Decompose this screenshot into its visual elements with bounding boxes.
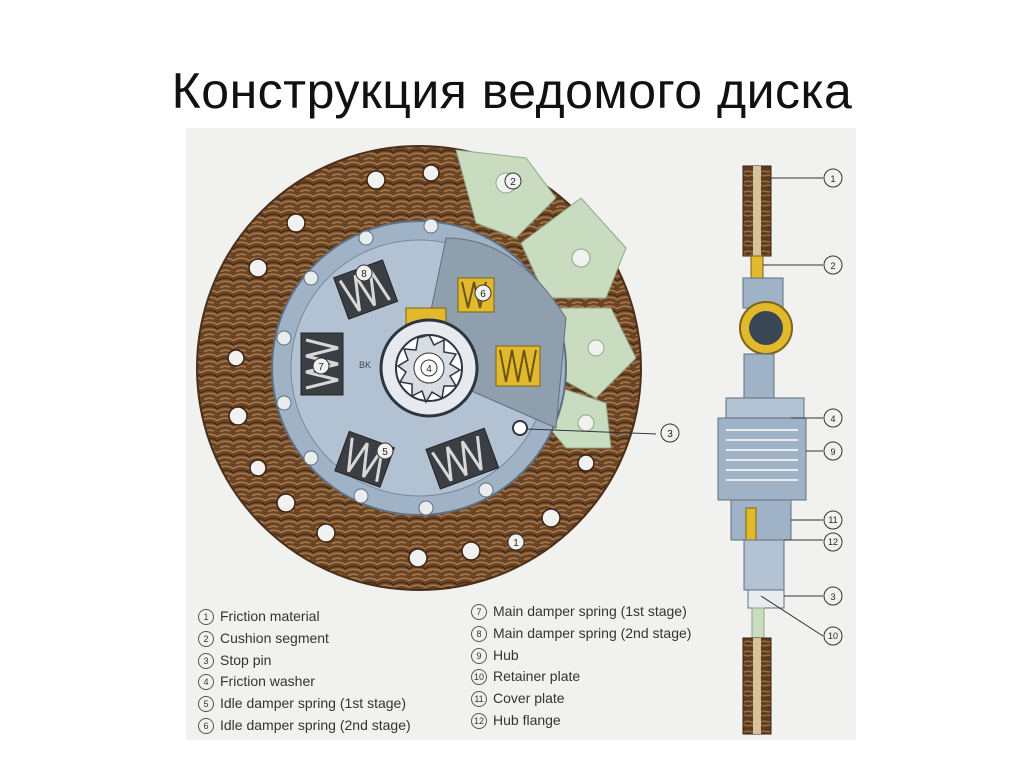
legend-text: Friction washer bbox=[220, 673, 315, 690]
legend-item: 10 Retainer plate bbox=[471, 666, 691, 688]
legend-number: 9 bbox=[471, 647, 487, 664]
legend-item: 12 Hub flange bbox=[471, 710, 691, 732]
callout-6-marker bbox=[474, 284, 492, 302]
legend-item: 2 Cushion segment bbox=[198, 628, 411, 650]
legend-text: Friction material bbox=[220, 608, 320, 624]
section-callout-9-marker bbox=[823, 441, 843, 461]
legend-number: 1 bbox=[198, 609, 214, 625]
legend-text: Idle damper spring (2nd stage) bbox=[220, 716, 411, 733]
legend-text: Hub flange bbox=[493, 711, 561, 728]
legend-number: 3 bbox=[198, 652, 214, 669]
section-callout-4: 4 bbox=[830, 414, 835, 424]
callout-4-marker bbox=[420, 359, 438, 377]
section-callout-4-marker bbox=[823, 408, 843, 428]
section-callout-1: 1 bbox=[830, 174, 835, 184]
damper-springs bbox=[300, 259, 541, 490]
section-callout-1-marker bbox=[823, 168, 843, 188]
legend-number: 10 bbox=[471, 669, 487, 686]
section-leaders bbox=[760, 177, 824, 637]
clutch-disc-figure: BK 1 2 3 4 5 6 7 8 bbox=[186, 128, 856, 740]
legend-number: 12 bbox=[471, 712, 487, 729]
legend-item: 9 Hub bbox=[471, 645, 691, 667]
legend-item: 1 Friction material bbox=[198, 606, 411, 628]
stop-pin bbox=[512, 420, 528, 436]
callout-7: 7 bbox=[318, 362, 324, 373]
callout-1: 1 bbox=[513, 538, 519, 549]
hub bbox=[379, 318, 479, 418]
legend-text: Main damper spring (2nd stage) bbox=[493, 624, 692, 641]
stop-pin-leader bbox=[526, 428, 657, 435]
legend-number: 11 bbox=[471, 691, 487, 708]
callout-5: 5 bbox=[382, 447, 388, 458]
slide-title: Конструкция ведомого диска bbox=[171, 63, 853, 119]
legend-item: 7 Main damper spring (1st stage) bbox=[471, 601, 691, 623]
legend-text: Retainer plate bbox=[493, 668, 581, 685]
section-callout-3-marker bbox=[823, 586, 843, 606]
legend-number: 6 bbox=[198, 717, 214, 734]
cross-section-view bbox=[717, 165, 807, 735]
legend-item: 6 Idle damper spring (2nd stage) bbox=[198, 715, 411, 737]
callout-7-marker bbox=[312, 357, 330, 375]
legend-item: 5 Idle damper spring (1st stage) bbox=[198, 693, 411, 715]
legend-number: 2 bbox=[198, 630, 214, 647]
legend-number: 7 bbox=[471, 604, 487, 620]
section-callout-11-marker bbox=[823, 510, 843, 530]
callout-6: 6 bbox=[480, 289, 486, 300]
legend-number: 5 bbox=[198, 696, 214, 713]
section-callout-12-marker bbox=[823, 532, 843, 552]
legend-number: 4 bbox=[198, 674, 214, 691]
section-callout-10: 10 bbox=[828, 631, 838, 641]
callout-3-marker bbox=[660, 423, 680, 443]
callout-8-marker bbox=[355, 264, 373, 282]
legend-right: 7 Main damper spring (1st stage) 8 Main da… bbox=[471, 601, 691, 732]
legend-item: 8 Main damper spring (2nd stage) bbox=[471, 623, 691, 645]
section-callout-12: 12 bbox=[828, 537, 838, 547]
legend-item: 4 Friction washer bbox=[198, 671, 411, 693]
callout-4: 4 bbox=[426, 364, 432, 375]
legend-text: Cover plate bbox=[493, 690, 565, 707]
section-callout-3: 3 bbox=[830, 592, 835, 602]
callout-1-marker bbox=[507, 533, 525, 551]
legend-item: 11 Cover plate bbox=[471, 688, 691, 710]
legend-text: Main damper spring (1st stage) bbox=[493, 603, 687, 619]
friction-rivets bbox=[227, 164, 595, 568]
section-callout-9: 9 bbox=[830, 447, 835, 457]
section-callout-2-marker bbox=[823, 255, 843, 275]
legend-number: 8 bbox=[471, 625, 487, 642]
hub-mark: BK bbox=[359, 360, 371, 370]
callout-8: 8 bbox=[361, 269, 367, 280]
section-callout-2: 2 bbox=[830, 261, 835, 271]
legend-text: Idle damper spring (1st stage) bbox=[220, 695, 406, 712]
legend-left: 1 Friction material 2 Cushion segment 3 Sto… bbox=[198, 606, 411, 737]
clutch-disc-illustration: BK 1 2 3 4 5 6 7 8 bbox=[196, 145, 843, 735]
section-callout-10-marker bbox=[823, 626, 843, 646]
section-callout-11: 11 bbox=[828, 515, 837, 525]
callout-2: 2 bbox=[510, 177, 516, 188]
callout-2-marker bbox=[504, 172, 522, 190]
callout-3: 3 bbox=[667, 429, 673, 440]
legend-text: Stop pin bbox=[220, 651, 272, 668]
legend-text: Hub bbox=[493, 646, 519, 663]
legend-item: 3 Stop pin bbox=[198, 650, 411, 672]
callout-5-marker bbox=[376, 442, 394, 460]
legend-text: Cushion segment bbox=[220, 629, 329, 646]
